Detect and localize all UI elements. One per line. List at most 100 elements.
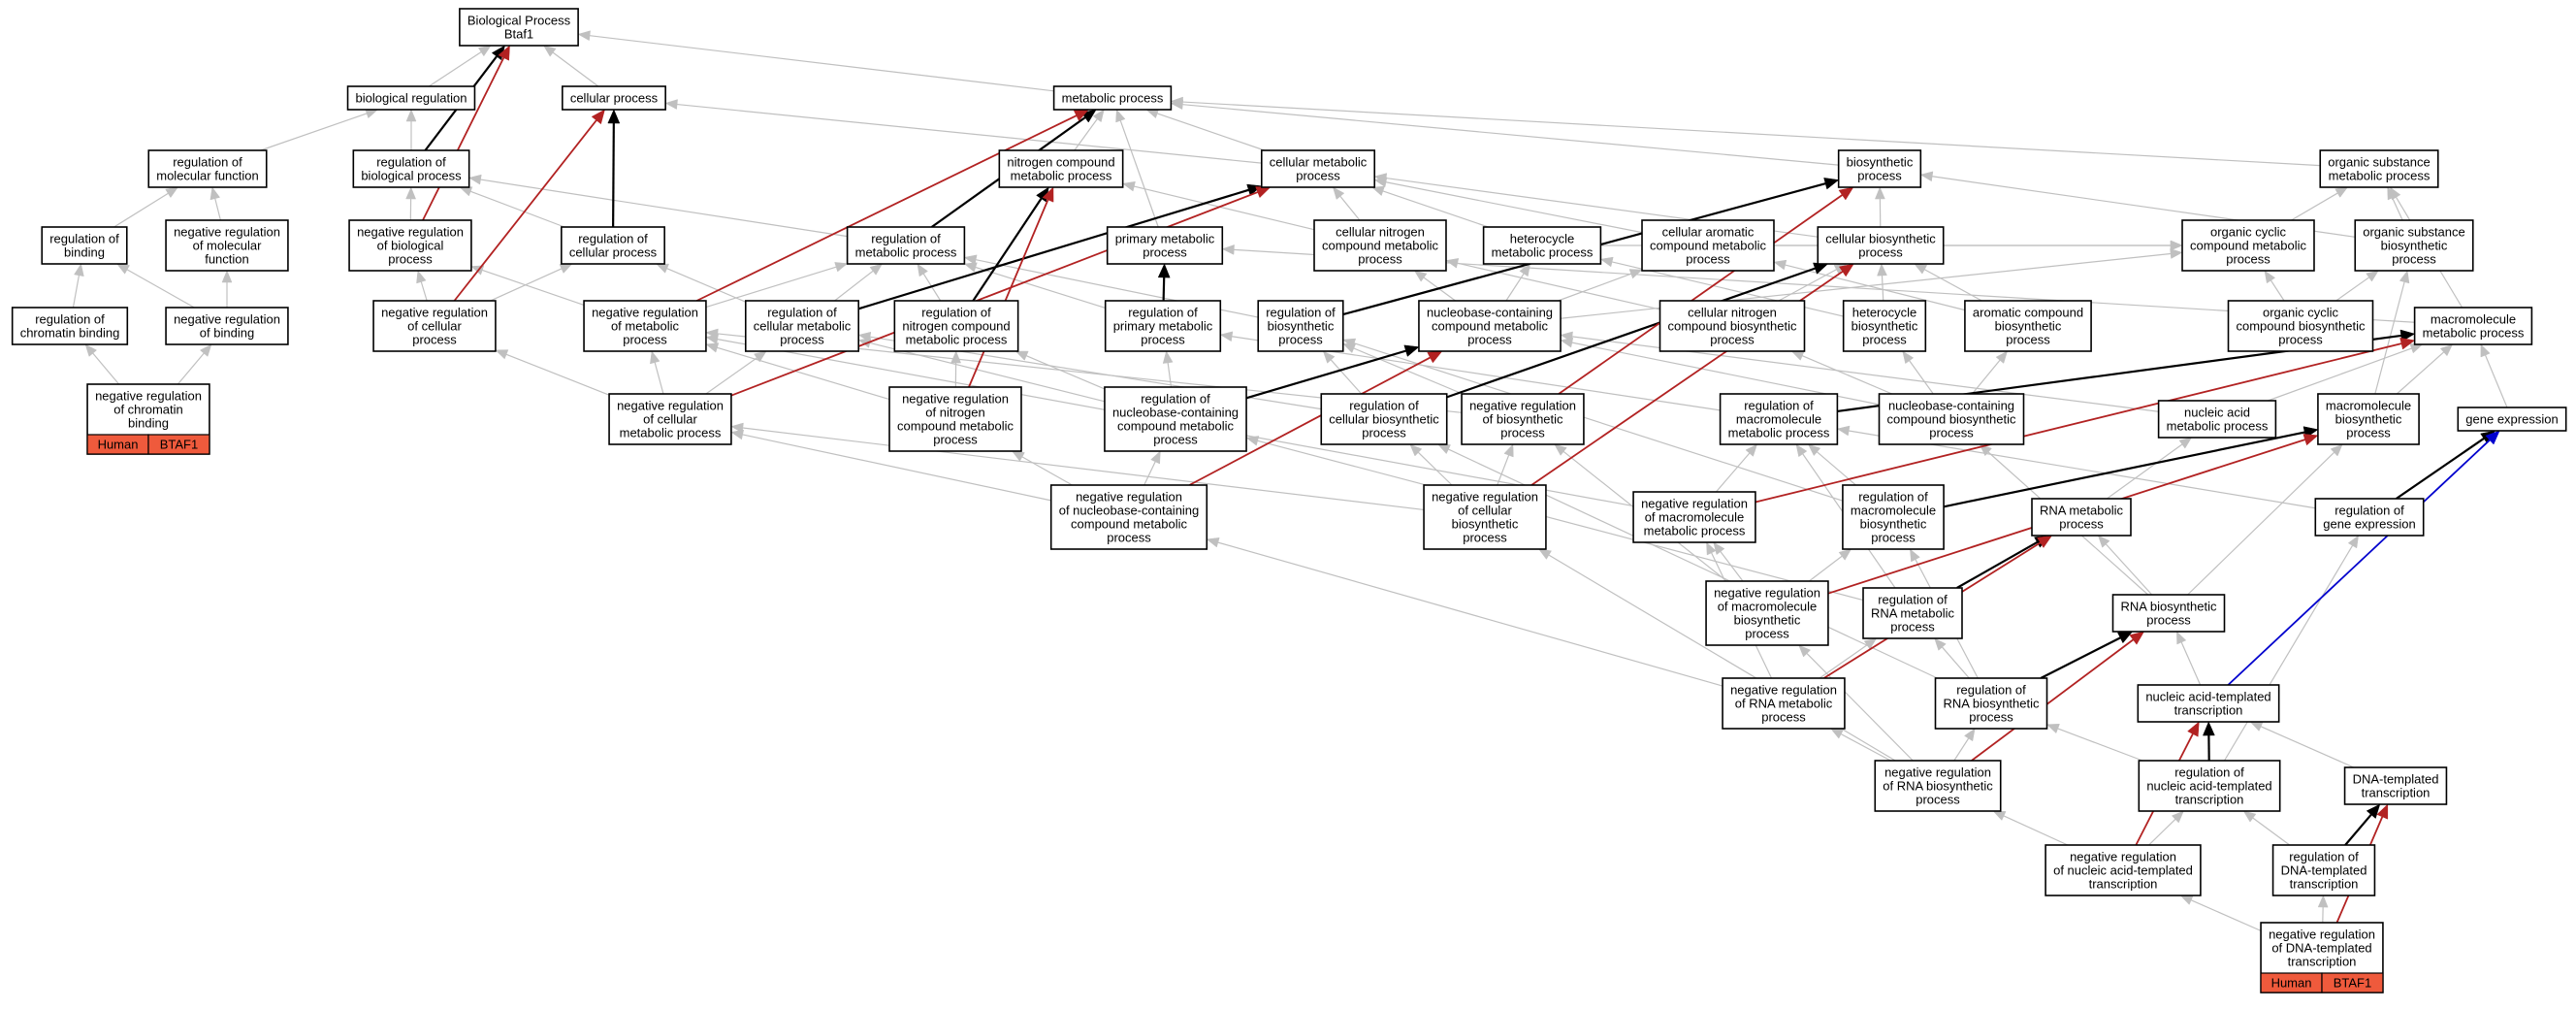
edge-arrowhead: [2171, 810, 2184, 824]
edge-black: [607, 109, 621, 228]
edge-arrowhead: [2178, 437, 2193, 449]
annotation-tag-label: Human: [98, 438, 139, 452]
term-label-line: of cellular: [407, 319, 462, 334]
term-node-cellular-process[interactable]: cellular process: [562, 85, 666, 111]
term-node-reg-macromolecule-bp[interactable]: regulation ofmacromoleculebiosyntheticpr…: [1842, 484, 1945, 550]
term-label-line: negative regulation: [2269, 928, 2375, 942]
edge-line: [1354, 342, 1844, 502]
edge-arrowhead: [2480, 343, 2491, 358]
term-node-box: [893, 300, 1019, 352]
edge-arrowhead: [1838, 186, 1854, 201]
term-label-line: of cellular: [643, 412, 697, 427]
edge-gray: [1902, 350, 1934, 395]
term-node-gene-expression[interactable]: gene expression: [2457, 407, 2567, 432]
term-label-line: process: [1745, 627, 1789, 641]
edge-arrowhead: [1995, 350, 2009, 364]
term-node-reg-nucleobase-cmp[interactable]: regulation ofnucleobase-containingcompou…: [1104, 386, 1247, 452]
edge-line: [695, 114, 1078, 302]
edge-arrowhead: [1255, 186, 1272, 199]
edge-line: [1840, 733, 1891, 762]
edge-arrowhead: [165, 186, 179, 199]
edge-arrowhead: [1830, 728, 1844, 739]
term-label-line: biosynthetic: [1860, 517, 1927, 532]
term-node-box: [608, 393, 732, 445]
term-node-box: [165, 307, 289, 345]
term-label-line: negative regulation: [1076, 490, 1182, 504]
term-node-metabolic-process[interactable]: metabolic process: [1052, 85, 1173, 111]
edge-line: [1558, 273, 1631, 302]
edge-line: [482, 269, 585, 306]
edge-gray: [1370, 185, 1489, 228]
edge-line: [717, 346, 890, 401]
edge-gray: [1790, 350, 1893, 395]
edge-black: [1157, 263, 1171, 302]
edge-gray: [495, 349, 610, 396]
edge-arrowhead: [591, 109, 605, 125]
term-node-biological-regulation[interactable]: biological regulation: [346, 85, 476, 111]
edge-arrowhead: [2302, 434, 2319, 446]
annotation-tag-cell: [147, 434, 210, 455]
term-label-line: negative regulation: [1714, 586, 1820, 601]
edge-arrowhead: [2170, 240, 2183, 251]
